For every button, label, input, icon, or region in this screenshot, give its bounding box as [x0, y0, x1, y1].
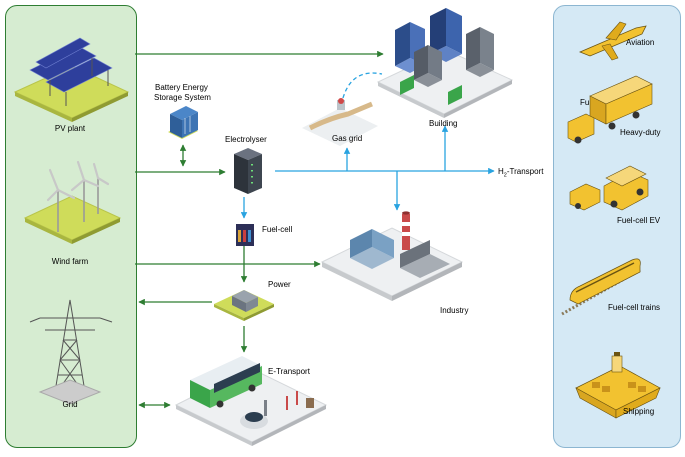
power-substation-icon [214, 290, 274, 321]
fuel-cell-ev-icon [569, 165, 649, 211]
industry-label: Industry [440, 306, 468, 315]
fuel-cell-train-icon [561, 258, 641, 316]
building-label: Building [429, 119, 457, 128]
electrolyser-icon [234, 148, 262, 194]
flow-arrows [135, 50, 495, 409]
e-transport-label: E-Transport [268, 367, 311, 376]
shipping-icon [575, 352, 661, 419]
fuel-cell-icon [236, 224, 254, 246]
arrow-gas-to-building-dashed [342, 72, 383, 99]
gas-grid-label: Gas grid [332, 134, 362, 143]
heavy-duty-truck-icon [567, 75, 653, 144]
heavy-duty-label-prefix: Fu [580, 98, 589, 107]
shipping-label: Shipping [623, 407, 654, 416]
battery-label-line1: Battery Energy [155, 83, 208, 92]
power-label: Power [268, 280, 291, 289]
electrolyser-label: Electrolyser [225, 135, 267, 144]
pv-plant-icon [13, 37, 130, 122]
battery-label-line2: Storage System [154, 93, 211, 102]
wind-farm-label: Wind farm [52, 257, 89, 266]
e-transport-icon [174, 356, 328, 446]
fuel-cell-trains-label: Fuel-cell trains [608, 303, 660, 312]
h2-transport-label: H2-Transport [498, 167, 544, 179]
grid-label: Grid [62, 400, 77, 409]
fuel-cell-label: Fuel-cell [262, 225, 292, 234]
gas-grid-icon [302, 98, 378, 146]
aviation-icon [578, 21, 647, 61]
fuel-cell-ev-label: Fuel-cell EV [617, 216, 661, 225]
pv-plant-label: PV plant [55, 124, 86, 133]
battery-storage-icon [168, 106, 198, 139]
heavy-duty-label: Heavy-duty [620, 128, 660, 137]
industry-icon [320, 211, 464, 301]
wind-farm-icon [23, 160, 122, 244]
aviation-label: Aviation [626, 38, 654, 47]
grid-tower-icon [29, 299, 113, 405]
building-icon [376, 8, 514, 118]
